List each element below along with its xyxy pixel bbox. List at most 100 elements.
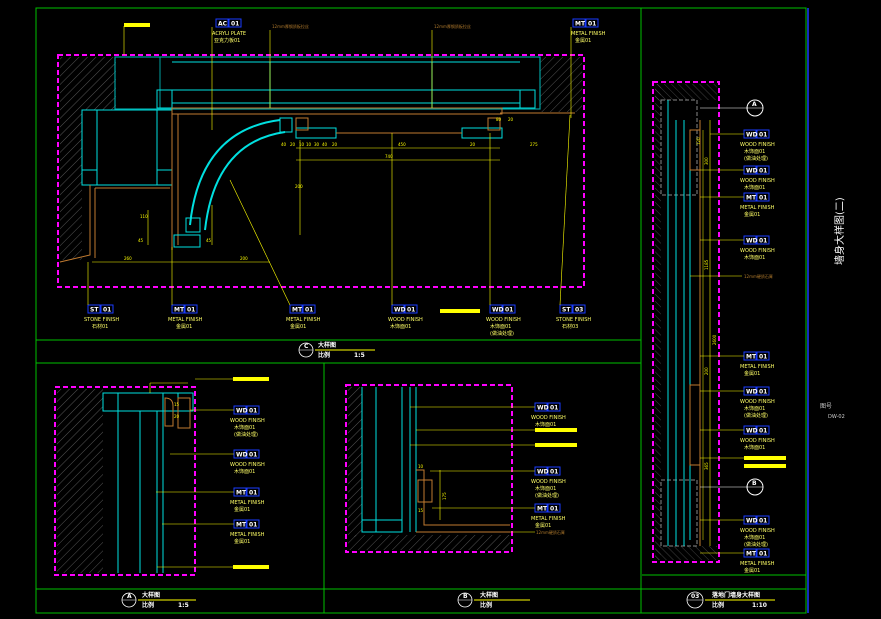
tag-name: WOOD FINISH — [531, 479, 566, 485]
material-tag: MT 01 METAL FINISH 金属01 — [156, 487, 265, 513]
tag-name: WOOD FINISH — [230, 462, 265, 468]
tag-name-cn: 木饰面01 — [535, 421, 556, 428]
detail-c-dimensions: 40 20 10 10 30 40 20 450 20 275 740 80 2… — [124, 117, 538, 261]
dim-label: 40 — [281, 142, 287, 147]
tag-number: 03 — [575, 307, 583, 314]
tag-note: (做油处理) — [744, 541, 768, 548]
title-id: B — [463, 593, 468, 600]
dim-label: 110 — [140, 214, 148, 219]
dim-label: 275 — [530, 142, 538, 147]
tag-name: WOOD FINISH — [740, 399, 775, 405]
section-letter: B — [752, 480, 757, 487]
tag-name-cn: 木饰面01 — [744, 184, 765, 191]
tag-code: MT — [236, 522, 247, 529]
tag-name: METAL FINISH — [571, 31, 606, 37]
tag-code: ST — [562, 307, 571, 314]
right-section-dimensions: 120 300 1185 2600 200 365 — [696, 137, 717, 470]
top-annotation-note: 12mm厚钢质板拉丝 — [272, 23, 309, 29]
material-tag: ST 01 STONE FINISH 石材01 — [84, 262, 119, 330]
tag-number: 01 — [505, 307, 513, 314]
tag-number: 01 — [249, 490, 257, 497]
tag-number: 01 — [588, 21, 596, 28]
material-tag: WD 01 WOOD FINISH 木饰面01 (做油处理) — [710, 129, 775, 162]
dim-label: 20 — [470, 142, 476, 147]
title-detail-b: B 大样图 比例 — [457, 591, 530, 609]
title-scale: 1:5 — [354, 352, 365, 359]
material-tag-acrylic: AC 01 ACRYLI PLATE 亚克力板01 — [211, 18, 246, 130]
tag-name-cn: 金属01 — [744, 370, 760, 377]
tag-code: MT — [292, 307, 303, 314]
title-scale: 1:10 — [752, 602, 767, 609]
tag-code: WD — [746, 168, 758, 175]
tag-name-cn: 金属01 — [234, 506, 250, 513]
material-tag: WD 01 WOOD FINISH 木饰面01 (做油处理) — [700, 515, 775, 548]
dim-label: 45 — [138, 238, 144, 243]
tag-name-cn: 木饰面01 — [234, 468, 255, 475]
title-id: 03 — [691, 593, 699, 600]
tag-number: 01 — [759, 195, 767, 202]
tag-name: METAL FINISH — [168, 317, 203, 323]
tag-code: MT — [537, 506, 548, 513]
tag-name-cn: 木饰面01 — [535, 485, 556, 492]
dim-label: 15 — [174, 402, 180, 407]
detail-b-tags: WD 01 WOOD FINISH 木饰面01 WD 01 WOOD FINIS… — [410, 402, 577, 535]
note-text: 12mm硬质石膏 — [744, 273, 773, 279]
tag-code: WD — [746, 132, 758, 139]
tag-number: 01 — [249, 522, 257, 529]
dim-label: 20 — [508, 117, 514, 122]
tag-name: WOOD FINISH — [486, 317, 521, 323]
tag-name: ACRYLI PLATE — [212, 31, 246, 37]
tag-name: STONE FINISH — [84, 317, 119, 323]
material-tag: WD 01 WOOD FINISH 木饰面01 — [700, 165, 775, 191]
tag-number: 01 — [550, 469, 558, 476]
tag-name-cn: 木饰面01 — [744, 405, 765, 412]
section-marker-b: B — [700, 478, 764, 496]
tag-number: 01 — [759, 518, 767, 525]
tag-name: WOOD FINISH — [740, 142, 775, 148]
tag-number: 01 — [550, 405, 558, 412]
tag-note: (做油处理) — [234, 431, 258, 438]
dim-label: 10 — [418, 464, 424, 469]
tag-name-cn: 金属01 — [176, 323, 192, 330]
detail-c-bottom-tags: ST 01 STONE FINISH 石材01 MT 01 METAL FINI… — [84, 114, 591, 337]
tag-name: METAL FINISH — [230, 532, 265, 538]
tag-name-cn: 石材01 — [92, 323, 108, 330]
tag-code: WD — [746, 518, 758, 525]
tag-name-cn: 木饰面01 — [744, 444, 765, 451]
tag-number: 01 — [759, 354, 767, 361]
tag-note: (做油处理) — [490, 330, 514, 337]
tag-name-cn: 木饰面01 — [744, 148, 765, 155]
title-detail-03: 03 落地门墙身大样图 比例 1:10 — [686, 591, 775, 609]
sheet-vertical-title: 墙身大样图(二) — [833, 197, 846, 265]
tag-code: WD — [537, 469, 549, 476]
tag-number: 01 — [103, 307, 111, 314]
material-tag: WD 01 WOOD FINISH 木饰面01 — [700, 235, 775, 261]
tag-number: 01 — [759, 551, 767, 558]
tag-note: (做油处理) — [535, 492, 559, 499]
tag-number: 01 — [305, 307, 313, 314]
tag-code: MT — [575, 21, 586, 28]
tag-name-cn: 木饰面01 — [234, 424, 255, 431]
leader-placeholder-bar — [124, 23, 150, 27]
dim-label: 175 — [442, 492, 447, 500]
dim-label: 740 — [385, 154, 393, 159]
tag-code: MT — [746, 551, 757, 558]
detail-a-section: 15 20 — [54, 382, 196, 576]
tag-code: MT — [236, 490, 247, 497]
dim-label: 2600 — [712, 334, 717, 345]
tag-name: STONE FINISH — [556, 317, 591, 323]
dim-label: 20 — [332, 142, 338, 147]
dim-label: 200 — [704, 367, 709, 375]
tag-name: WOOD FINISH — [740, 248, 775, 254]
tag-code: ST — [90, 307, 99, 314]
tag-number: 01 — [759, 389, 767, 396]
right-wall-section — [652, 81, 720, 563]
title-detail-a: A 大样图 比例 1:5 — [121, 591, 196, 609]
tag-number: 01 — [759, 238, 767, 245]
tag-code: WD — [394, 307, 406, 314]
tag-name-cn: 木饰面01 — [744, 254, 765, 261]
tag-note: (做油处理) — [744, 412, 768, 419]
tag-code: WD — [236, 408, 248, 415]
tag-name: WOOD FINISH — [388, 317, 423, 323]
title-detail-c: C 大样图 比例 1:5 — [298, 341, 375, 359]
